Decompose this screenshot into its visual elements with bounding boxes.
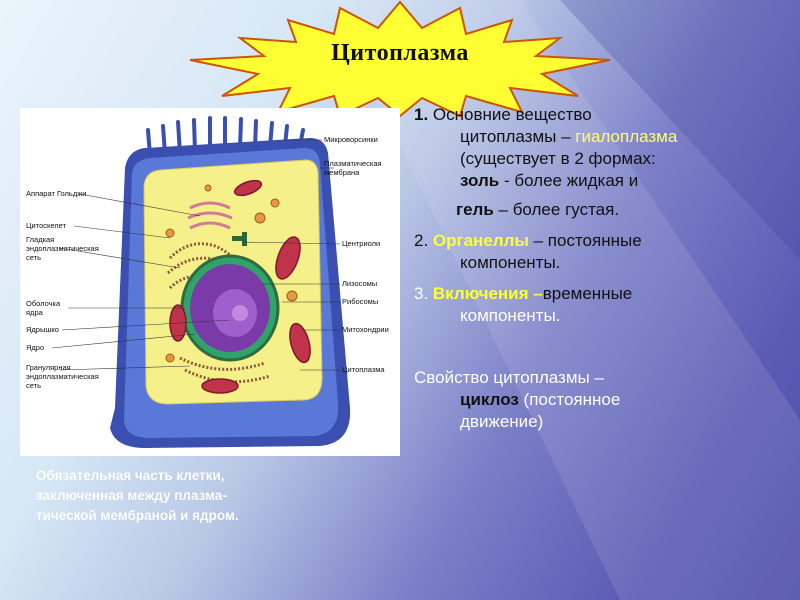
label-granular-er-3: сеть <box>26 381 42 390</box>
label-plasma-membrane-1: Плазматическая <box>324 159 382 168</box>
caption-line: заключенная между плазма- <box>36 488 227 503</box>
label-nuclear-envelope-2: ядра <box>26 308 43 317</box>
point-2-number: 2. <box>414 231 433 250</box>
point-2-text: – постоянные <box>528 231 642 250</box>
caption-line: Обязательная часть клетки, <box>36 468 225 483</box>
point-1-text: – более густая. <box>493 200 620 219</box>
point-2-line-2: компоненты. <box>460 253 561 272</box>
term-gel: гель <box>456 200 494 219</box>
point-1-text: - более жидкая и <box>499 171 639 190</box>
label-mitochondria: Митохондрии <box>342 325 389 334</box>
label-plasma-membrane-2: мембрана <box>324 168 360 177</box>
point-3-number: 3. <box>414 284 433 303</box>
cell-illustration <box>51 116 351 448</box>
point-1-text: Основние вещество <box>428 105 592 124</box>
label-nucleus: Ядро <box>26 343 45 352</box>
point-4-text: (постоянное <box>518 390 621 409</box>
label-granular-er-2: эндоплазматическая <box>26 372 99 381</box>
point-1-line-5: гель – более густая. <box>414 199 794 221</box>
caption-line: тической мембраной и ядром. <box>36 508 239 523</box>
point-3-text: временные <box>542 284 633 303</box>
point-3-line-2: компоненты. <box>460 306 561 325</box>
point-1-line-1: 1. Основние вещество <box>414 104 794 126</box>
term-organelles: Органеллы <box>432 231 529 250</box>
label-cytoplasm: Цитоплазма <box>342 365 385 374</box>
label-microvilli: Микроворсинки <box>324 135 378 144</box>
point-2-line-1: 2. Органеллы – постоянные <box>414 230 794 252</box>
label-granular-er-1: Гранулярная <box>26 363 71 372</box>
point-1-line-4: золь - более жидкая и <box>414 170 794 192</box>
point-4-line-1: Свойство цитоплазмы – <box>414 368 604 387</box>
point-3-line-1: 3. Включения –временные <box>414 283 794 305</box>
label-nucleolus: Ядрышко <box>26 325 59 334</box>
title-starburst-shape <box>189 0 611 118</box>
label-smooth-er-2: эндоплазматическая <box>26 244 99 253</box>
label-smooth-er-1: Гладкая <box>26 235 55 244</box>
point-1-line-3: (существует в 2 формах: <box>460 149 656 168</box>
point-1-text: цитоплазмы – <box>460 127 576 146</box>
point-4-line-3: движение) <box>460 412 544 431</box>
slide-title: Цитоплазма <box>331 40 469 66</box>
label-lysosomes: Лизосомы <box>342 279 378 288</box>
label-smooth-er-3: сеть <box>26 253 42 262</box>
label-ribosomes: Рибосомы <box>342 297 379 306</box>
diagram-caption: Обязательная часть клетки, заключенная м… <box>36 466 356 526</box>
label-centrioles: Центриоли <box>342 239 381 248</box>
label-nuclear-envelope-1: Оболочка <box>26 299 61 308</box>
term-cyclosis: циклоз <box>460 390 519 409</box>
label-cytoskeleton: Цитоскелет <box>26 221 67 230</box>
term-sol: золь <box>460 171 500 190</box>
slide-body-text: 1. Основние вещество цитоплазмы – гиалоп… <box>414 104 794 433</box>
point-4-line-2: циклоз (постоянное <box>414 389 794 411</box>
cell-diagram: Микроворсинки Плазматическая мембрана Ап… <box>20 108 400 456</box>
point-1-line-2: цитоплазмы – гиалоплазма <box>414 126 794 148</box>
term-hyaloplasm: гиалоплазма <box>575 127 678 146</box>
point-1-number: 1. <box>414 105 429 124</box>
term-inclusions: Включения – <box>432 284 543 303</box>
label-golgi: Аппарат Гольджи <box>26 189 87 198</box>
